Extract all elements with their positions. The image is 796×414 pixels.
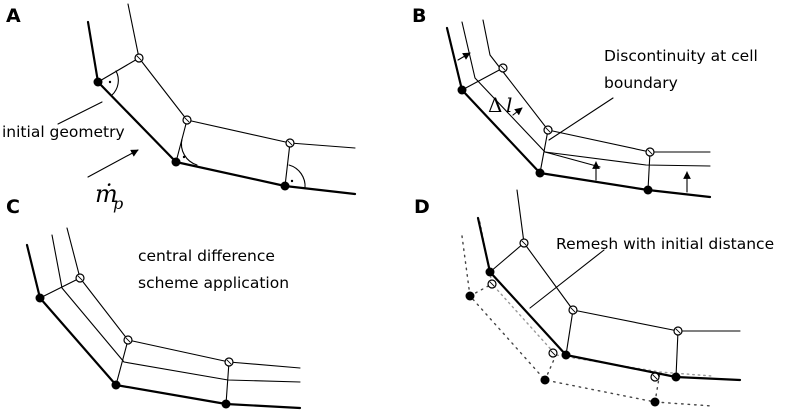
panel-a: A initial geometry [2,3,357,213]
panel-c-letter: C [6,196,20,218]
svg-text:ṁ: ṁ [95,180,118,208]
mass-flow-arrow [87,149,139,178]
node-hollow-remeshed [650,372,660,382]
svg-text:l: l [506,93,512,117]
node-hollow-remeshed [548,348,558,358]
node-hollow [543,125,553,135]
node-hollow [224,357,234,367]
panel-d: D [414,189,774,407]
node-filled [171,157,181,167]
node-hollow [285,138,295,148]
node-filled [221,399,231,409]
node-filled [561,350,571,360]
node-filled [280,181,290,191]
panel-a-leader-line [57,101,103,125]
node-filled [93,77,103,87]
panel-c-nodes [35,273,234,409]
panel-b-nodes [457,63,655,195]
panel-b-letter: B [412,5,426,27]
node-hollow [134,53,144,63]
node-hollow [673,326,683,336]
node-filled-remeshed [650,397,660,407]
mass-flow-symbol: ṁ p [95,180,123,213]
panel-b-annotation-line1: Discontinuity at cell [604,47,758,65]
panel-b-delta-l-symbol: Δ l [488,93,512,117]
node-hollow [123,335,133,345]
panel-c-boundary-inner [25,243,302,410]
panel-c-annotation-line1: central difference [138,247,275,265]
panel-c: C central difference scheme application [6,196,302,410]
node-filled [671,372,681,382]
panel-a-right-angle-arcs [108,70,306,189]
node-filled [485,267,495,277]
panel-a-letter: A [6,5,21,27]
node-hollow [498,63,508,73]
node-filled [457,85,467,95]
node-hollow [182,115,192,125]
panel-b-leader-line [548,97,614,141]
panel-a-annotation: initial geometry [2,123,125,141]
panel-b-displacement-arrows [457,52,691,193]
panel-b-annotation-line2: boundary [604,74,678,92]
node-hollow [75,273,85,283]
node-hollow [645,147,655,157]
panel-d-annotation: Remesh with initial distance [556,235,774,253]
node-filled-remeshed [465,291,475,301]
node-filled [35,293,45,303]
node-filled-remeshed [540,375,550,385]
panel-d-cell-lines [489,189,741,378]
panel-a-boundary-outer [127,3,356,149]
svg-text:p: p [113,194,123,213]
node-filled [535,168,545,178]
node-hollow [519,238,529,248]
node-hollow [568,305,578,315]
panel-c-annotation-line2: scheme application [138,274,289,292]
node-filled [111,380,121,390]
node-hollow-remeshed [487,279,497,289]
svg-text:Δ: Δ [488,93,502,117]
panel-d-letter: D [414,196,430,218]
panel-b: B Δ l Dis [412,5,758,199]
panel-d-nodes [465,238,683,407]
panel-a-boundary-inner [86,20,357,196]
panel-d-leader-line [529,249,605,309]
panel-a-nodes [93,53,295,191]
node-filled [643,185,653,195]
